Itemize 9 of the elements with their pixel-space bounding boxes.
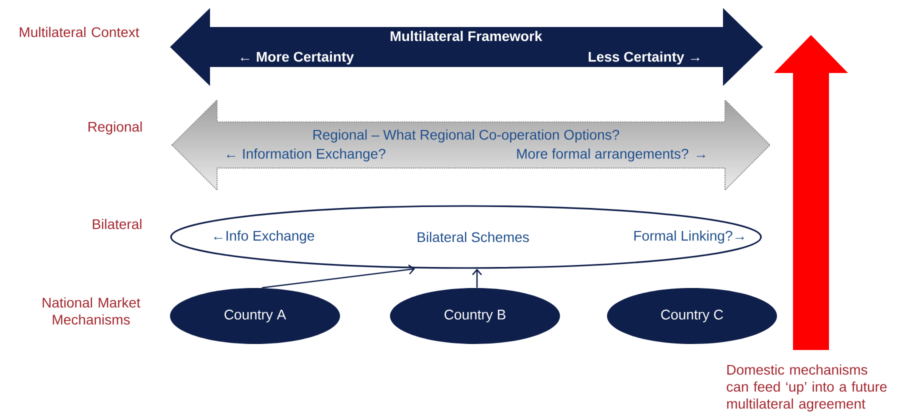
arrow [472, 268, 482, 288]
level-label: National Market Mechanisms [42, 297, 140, 325]
arrow [262, 264, 415, 288]
double-arrow-band: Multilateral Framework ← More Certainty Less Certainty → [170, 8, 763, 86]
level-label: Multilateral Context [20, 26, 140, 38]
double-arrow-band: Regional – What Regional Co-operation Options? ← Information Exchange? More formal arrangements? → [171, 98, 771, 192]
level-label: Regional [88, 121, 142, 135]
level-label: Bilateral [92, 218, 142, 230]
caption: Domestic mechanisms can feed ‘up’ into a future multilateral agreement [726, 364, 887, 412]
